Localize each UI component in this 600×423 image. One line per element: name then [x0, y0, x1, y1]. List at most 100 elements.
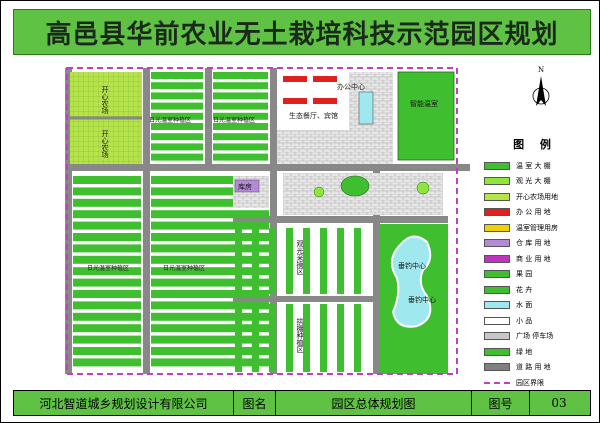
greenhouse-strip	[337, 228, 344, 294]
legend-label: 小 品	[516, 316, 533, 325]
legend-label: 花 卉	[516, 285, 533, 294]
greenhouse-strip	[252, 304, 259, 372]
greenhouse-strip	[73, 176, 141, 184]
greenhouse-strip	[320, 304, 327, 372]
legend-swatch	[484, 316, 510, 325]
legend-label: 开心农场用地	[516, 192, 558, 201]
legend-swatch	[484, 363, 510, 372]
park-boundary	[66, 67, 458, 375]
legend: 图 例 温 室 大 棚观 光 大 棚开心农场用地办 公 用 地温室管理用房仓 库…	[484, 136, 586, 391]
greenhouse-strip	[286, 304, 293, 372]
greenhouse-strip	[151, 347, 269, 355]
greenhouse-strip	[213, 133, 268, 141]
legend-swatch	[484, 192, 510, 201]
eco-restaurant-label: 生态餐厅、宾馆	[289, 111, 338, 120]
greenhouse-strip	[269, 228, 276, 294]
greenhouse-strip	[73, 335, 141, 344]
greenhouse-strip	[73, 358, 141, 367]
greenhouse-strip	[213, 82, 268, 90]
greenhouse-strip	[151, 210, 269, 219]
greenhouse-strip	[73, 301, 141, 310]
legend-item: 果 园	[484, 267, 586, 283]
legend-item: 商 业 用 地	[484, 251, 586, 267]
legend-label: 商 业 用 地	[516, 254, 551, 263]
greenhouse-strip	[213, 123, 268, 130]
greenhouse-strip	[151, 72, 203, 79]
legend-swatch	[484, 254, 510, 263]
greenhouse-strip	[151, 153, 203, 161]
greenhouse-strip	[151, 255, 269, 264]
greenhouse-strip	[213, 92, 268, 100]
road-segment	[205, 68, 212, 168]
legend-label: 园区界限	[516, 378, 544, 387]
legend-swatch	[484, 332, 510, 341]
greenhouse-strip	[73, 233, 141, 241]
legend-swatch	[484, 161, 510, 170]
company-name: 河北智道城乡规划设计有限公司	[14, 391, 234, 415]
greenhouse-strip	[73, 187, 141, 196]
road-segment	[70, 164, 470, 171]
greenhouse-strip	[73, 267, 141, 276]
legend-title: 图 例	[513, 138, 557, 151]
legend-item: 开心农场用地	[484, 189, 586, 205]
greenhouse-strip	[151, 102, 203, 110]
legend-swatch	[484, 285, 510, 294]
solar-gh-label-3: 日光温室种植区	[87, 264, 129, 272]
office-building	[313, 76, 337, 82]
title-block: 河北智道城乡规划设计有限公司 图名 园区总体规划图 图号 03	[13, 390, 591, 416]
sightseeing-label: 观光采摘区	[296, 240, 304, 275]
greenhouse-strip	[73, 221, 141, 230]
legend-swatch	[484, 223, 510, 232]
greenhouse-strip	[303, 304, 310, 372]
greenhouse-strip	[73, 244, 141, 253]
legend-swatch	[484, 177, 510, 186]
legend-label: 道 路 用 地	[516, 363, 551, 372]
office-building	[313, 98, 337, 104]
legend-swatch	[484, 270, 510, 279]
greenhouse-strip	[337, 304, 344, 372]
greenhouse-strip	[151, 221, 269, 230]
greenhouse-strip	[73, 198, 141, 207]
greenhouse-strip	[303, 228, 310, 294]
greenhouse-strip	[151, 312, 269, 321]
compass-n-label: N	[538, 66, 544, 74]
legend-label: 广场 停车场	[516, 332, 554, 341]
legend-label: 温室管理用房	[516, 223, 558, 232]
drawing-no-label: 图号	[472, 391, 530, 415]
happy-farm-label-2: 开心农场	[101, 130, 109, 159]
road-segment	[143, 68, 150, 374]
warehouse-label: 库房	[238, 182, 252, 191]
greenhouse-strip	[320, 228, 327, 294]
legend-item: 广场 停车场	[484, 329, 586, 345]
road-segment	[233, 216, 448, 223]
greenhouse-strip	[151, 92, 203, 100]
solar-greenhouse-bottom	[73, 176, 269, 367]
legend-label: 仓 库 用 地	[516, 239, 551, 248]
legend-label: 观 光 大 棚	[516, 177, 551, 186]
road-segment	[373, 171, 380, 374]
greenhouse-strip	[73, 255, 141, 264]
legend-item: 温 室 大 棚	[484, 158, 586, 174]
greenhouse-strip	[269, 304, 276, 372]
legend-label: 温 室 大 棚	[516, 161, 551, 170]
solar-gh-label-4: 日光温室种植区	[163, 264, 205, 272]
legend-swatch	[484, 381, 510, 384]
legend-item: 仓 库 用 地	[484, 236, 586, 252]
greenhouse-strip	[73, 324, 141, 333]
greenhouse-strip	[73, 278, 141, 287]
greenhouse-strip	[213, 72, 268, 79]
greenhouse-strip	[73, 210, 141, 219]
greenhouse-strip	[151, 82, 203, 90]
greenhouse-strip	[151, 187, 269, 196]
legend-item: 小 品	[484, 313, 586, 329]
central-plaza	[277, 130, 393, 164]
greenhouse-strip	[151, 267, 269, 276]
legend-swatch	[484, 301, 510, 310]
greenhouse-strip	[354, 304, 361, 372]
sightseeing-pick-area	[235, 228, 361, 294]
greenhouse-strip	[235, 304, 242, 372]
legend-label: 绿 地	[516, 347, 533, 356]
warehouse-building	[234, 179, 260, 193]
legend-item: 温室管理用房	[484, 220, 586, 236]
arch-shed-label: 拱棚种植区	[296, 317, 304, 353]
